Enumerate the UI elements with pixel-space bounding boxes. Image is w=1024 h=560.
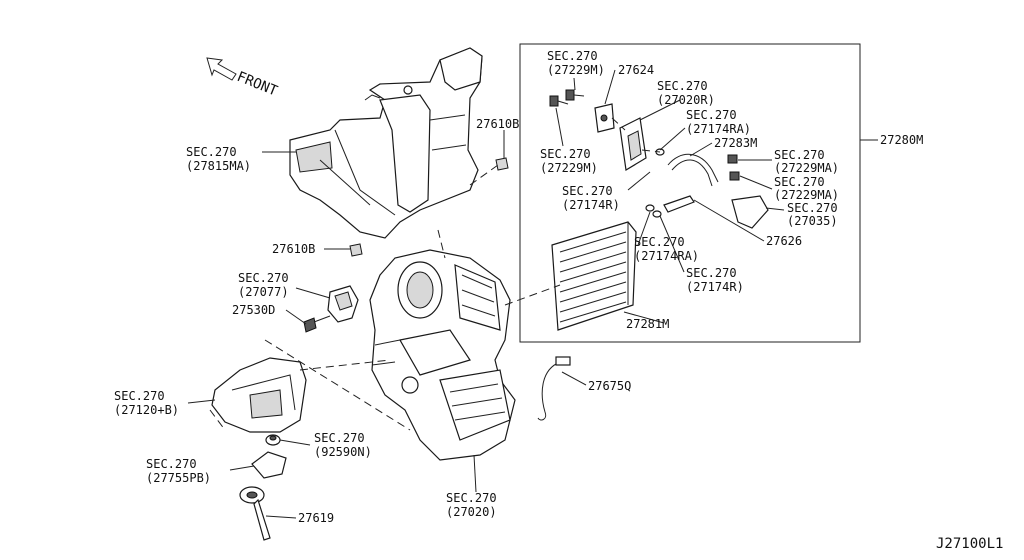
- svg-text:SEC.270: SEC.270: [540, 147, 591, 161]
- callout-sec270-27174r-left: SEC.270 (27174R): [562, 184, 620, 212]
- svg-text:SEC.270: SEC.270: [446, 491, 497, 505]
- svg-text:SEC.270: SEC.270: [774, 175, 825, 189]
- drain-hose-27619: [239, 486, 271, 541]
- svg-text:(27229M): (27229M): [540, 161, 598, 175]
- insulator-27035: [731, 195, 769, 229]
- callout-sec270-27229m-top: SEC.270 (27229M): [547, 49, 605, 77]
- oring-27174r-left: [645, 204, 655, 212]
- screw-27530d: [303, 315, 331, 333]
- evaporator-27281m: [551, 221, 637, 331]
- dash-line: [504, 284, 561, 306]
- callout-27619: 27619: [298, 511, 334, 525]
- dash-line: [437, 229, 446, 259]
- svg-text:(27229M): (27229M): [547, 63, 605, 77]
- callout-27283m: 27283M: [714, 136, 757, 150]
- bolt-27229m-top: [565, 89, 585, 101]
- callout-sec270-27020: SEC.270 (27020): [446, 491, 497, 519]
- svg-text:SEC.270: SEC.270: [114, 389, 165, 403]
- callout-27626: 27626: [766, 234, 802, 248]
- sensor-27675q: [537, 356, 571, 421]
- dash-line: [299, 359, 391, 371]
- callout-sec270-27120b: SEC.270 (27120+B): [114, 389, 179, 417]
- callout-sec270-27077: SEC.270 (27077): [238, 271, 289, 299]
- callout-sec270-27755pb: SEC.270 (27755PB): [146, 457, 211, 485]
- svg-text:(27174RA): (27174RA): [686, 122, 751, 136]
- svg-text:(27174RA): (27174RA): [634, 249, 699, 263]
- svg-text:SEC.270: SEC.270: [186, 145, 237, 159]
- dash-line: [641, 149, 661, 153]
- svg-text:SEC.270: SEC.270: [238, 271, 289, 285]
- catalog-code: J27100L1: [936, 536, 1003, 552]
- bolt-27229ma-1: [727, 154, 738, 164]
- svg-text:(27174R): (27174R): [686, 280, 744, 294]
- callout-27675q: 27675Q: [588, 379, 631, 393]
- dash-line: [264, 339, 411, 431]
- svg-text:SEC.270: SEC.270: [774, 148, 825, 162]
- callout-sec270-27174r-bottom: SEC.270 (27174R): [686, 266, 744, 294]
- callout-27530d: 27530D: [232, 303, 275, 317]
- svg-text:(27035): (27035): [787, 214, 838, 228]
- svg-text:SEC.270: SEC.270: [314, 431, 365, 445]
- callout-sec270-27035: SEC.270 (27035): [787, 201, 838, 228]
- svg-text:SEC.270: SEC.270: [686, 266, 737, 280]
- svg-text:SEC.270: SEC.270: [657, 79, 708, 93]
- callout-27624: 27624: [618, 63, 654, 77]
- pad-27755pb: [251, 451, 287, 479]
- callout-sec270-27229ma-2: SEC.270 (27229MA): [774, 175, 839, 202]
- clip-27610b-top: [495, 157, 509, 171]
- oring-27174ra-bottom: [652, 210, 662, 218]
- svg-text:(27229MA): (27229MA): [774, 188, 839, 202]
- svg-text:(92590N): (92590N): [314, 445, 372, 459]
- grommet-92590n: [265, 434, 281, 446]
- svg-text:SEC.270: SEC.270: [562, 184, 613, 198]
- svg-text:(27229MA): (27229MA): [774, 161, 839, 175]
- expansion-valve-27624: [594, 103, 615, 133]
- svg-text:(27020R): (27020R): [657, 93, 715, 107]
- svg-text:SEC.270: SEC.270: [146, 457, 197, 471]
- svg-text:(27077): (27077): [238, 285, 289, 299]
- svg-text:SEC.270: SEC.270: [547, 49, 598, 63]
- heater-cooling-unit: [369, 249, 516, 461]
- callout-sec270-92590n: SEC.270 (92590N): [314, 431, 372, 459]
- dash-line: [209, 409, 226, 431]
- callout-27281m: 27281M: [626, 317, 669, 331]
- evaporator-group-box: [519, 43, 861, 343]
- bolt-27229ma-2: [729, 171, 740, 181]
- svg-text:SEC.270: SEC.270: [686, 108, 737, 122]
- svg-text:SEC.270: SEC.270: [634, 235, 685, 249]
- front-label: FRONT: [235, 69, 281, 100]
- pipe-27283m: [667, 153, 719, 187]
- lower-case-27120b: [211, 357, 307, 433]
- callout-27610b-bottom: 27610B: [272, 242, 315, 256]
- bolt-27229m-mid: [549, 95, 569, 107]
- svg-text:(27815MA): (27815MA): [186, 159, 251, 173]
- callout-27610b-top: 27610B: [476, 117, 519, 131]
- svg-text:(27755PB): (27755PB): [146, 471, 211, 485]
- clip-27610b-bottom: [349, 243, 363, 257]
- dash-line: [611, 117, 626, 131]
- callout-sec270-27229ma-1: SEC.270 (27229MA): [774, 148, 839, 175]
- callout-sec270-27815ma: SEC.270 (27815MA): [186, 145, 251, 173]
- callout-27280m: 27280M: [880, 133, 923, 147]
- callout-sec270-27174ra-bottom: SEC.270 (27174RA): [634, 235, 699, 263]
- svg-text:(27020): (27020): [446, 505, 497, 519]
- gasket-27020r: [619, 117, 647, 171]
- front-arrow-icon: [206, 57, 237, 81]
- svg-text:(27120+B): (27120+B): [114, 403, 179, 417]
- callout-sec270-27020r: SEC.270 (27020R): [657, 79, 715, 107]
- callout-sec270-27229m-mid: SEC.270 (27229M): [540, 147, 598, 175]
- pipe-27626: [663, 195, 695, 213]
- dash-line: [469, 164, 499, 186]
- svg-text:SEC.270: SEC.270: [787, 201, 838, 215]
- actuator-27077: [327, 285, 359, 323]
- svg-text:(27174R): (27174R): [562, 198, 620, 212]
- upper-duct-assembly: [289, 47, 483, 239]
- callout-sec270-27174ra-top: SEC.270 (27174RA): [686, 108, 751, 136]
